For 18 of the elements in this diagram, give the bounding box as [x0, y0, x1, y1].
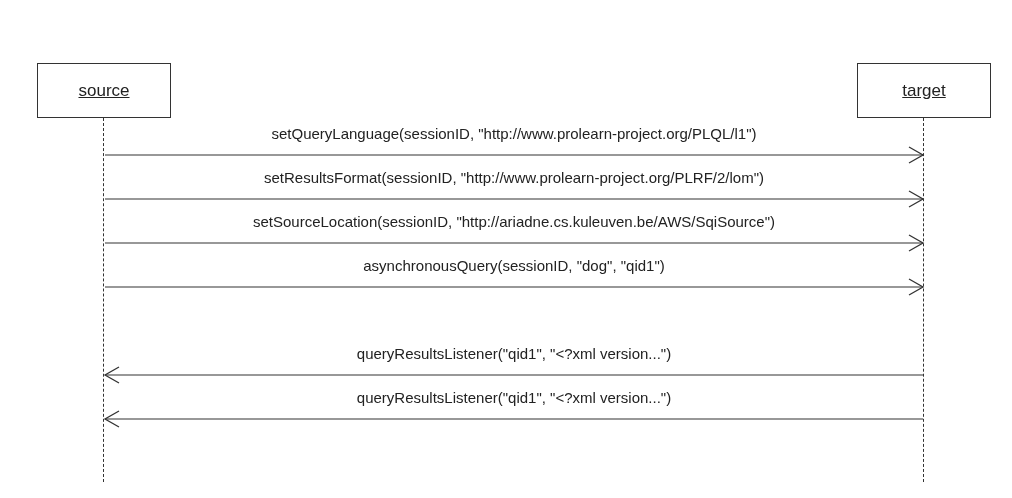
message-label: queryResultsListener("qid1", "<?xml version...") — [356, 389, 672, 406]
message-label: asynchronousQuery(sessionID, "dog", "qid1") — [363, 257, 665, 274]
lifeline-head-box — [37, 63, 171, 118]
message-label: setSourceLocation(sessionID, "http://ariadne.cs.kuleuven.be/AWS/SqiSource") — [253, 213, 775, 230]
message-arrow — [104, 146, 924, 164]
lifeline-head-box — [857, 63, 991, 118]
participant-name: target — [902, 80, 946, 101]
message-label: queryResultsListener("qid1", "<?xml version...") — [356, 345, 672, 362]
message-label: setQueryLanguage(sessionID, "http://www.prolearn-project.org/PLQL/l1") — [271, 125, 757, 142]
message-arrow — [104, 234, 924, 252]
message-arrow — [104, 190, 924, 208]
lifeline — [923, 118, 925, 482]
lifeline — [103, 118, 105, 482]
participant-name: source — [78, 80, 130, 101]
message-arrow — [104, 278, 924, 296]
message-label: setResultsFormat(sessionID, "http://www.prolearn-project.org/PLRF/2/lom") — [264, 169, 764, 186]
message-arrow — [104, 410, 924, 428]
message-arrow — [104, 366, 924, 384]
